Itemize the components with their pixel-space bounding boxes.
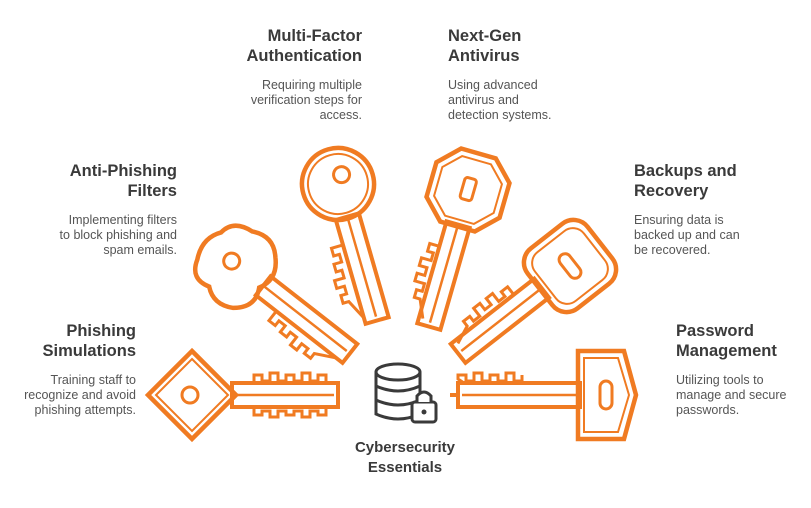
item-title: Backups and Recovery [634,162,737,200]
item-title: Password Management [676,322,777,360]
item-description: Ensuring data is backed up and can be re… [634,213,740,257]
item-antivirus: Next-Gen Antivirus Using advanced antivi… [448,26,638,123]
item-title: Anti-Phishing Filters [69,162,177,200]
key-password [450,351,636,439]
item-description: Training staff to recognize and avoid ph… [24,373,136,417]
item-title: Phishing Simulations [42,322,136,360]
item-description: Implementing filters to block phishing a… [59,213,177,257]
item-description: Requiring multiple verification steps fo… [250,78,362,122]
item-anti-phishing: Anti-Phishing Filters Implementing filte… [20,161,177,258]
item-description: Utilizing tools to manage and secure pas… [676,373,787,417]
database-lock-icon [374,362,438,424]
center-title: Cybersecurity Essentials [354,439,456,476]
item-backups: Backups and Recovery Ensuring data is ba… [634,161,804,258]
item-title: Next-Gen Antivirus [448,27,522,65]
item-mfa: Multi-Factor Authentication Requiring mu… [170,26,363,123]
key-phishing-sim [148,351,338,439]
item-description: Using advanced antivirus and detection s… [448,78,552,122]
key-anti-phishing [181,210,374,386]
item-phishing-sim: Phishing Simulations Training staff to r… [6,321,136,418]
key-mfa [293,139,411,330]
item-password: Password Management Utilizing tools to m… [676,321,808,418]
item-title: Multi-Factor Authentication [246,27,363,65]
